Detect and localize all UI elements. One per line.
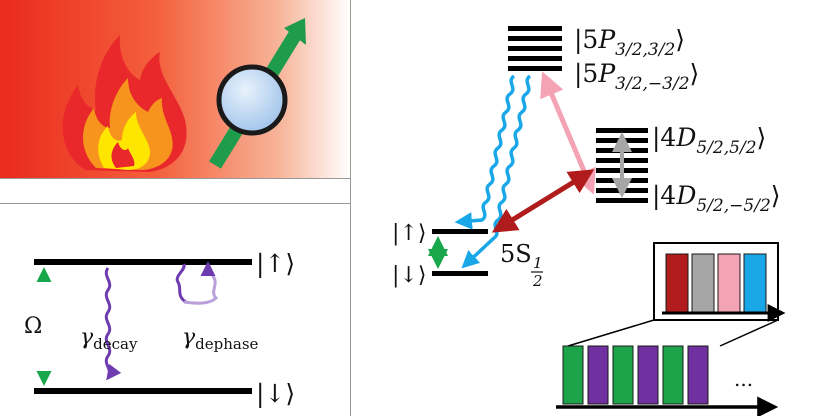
main-pulse-bar-6 [687,345,709,405]
sequence-ellipsis: ... [734,367,753,391]
decay-gamma: γdecay [80,325,138,353]
upper-level-ket: |↑⟩ [256,249,295,279]
decay-wavy-arrow [104,267,122,381]
s-up-ket: |↑⟩ [392,221,426,246]
main-pulse-bar-2 [587,345,609,405]
level-scheme-panel: |5P3/2,3/2⟩ |5P3/2,−3/2⟩ |4D5/2,5/2⟩ |4D… [392,25,781,290]
pulse-sequence-panel: ... [556,242,786,416]
two-level-panel: |↑⟩ |↓⟩ Ω γdecay γdephase [24,249,295,409]
flame-icon [62,35,187,172]
main-pulse-bar-5 [662,345,684,405]
inset-zoom-line-right [719,319,779,347]
p-top-ket: |5P3/2,3/2⟩ [574,25,685,60]
s-manifold-label: 5S [500,240,532,268]
inset-pulse-bars [665,253,767,313]
spont-emission-arrow-2 [461,74,532,269]
inset-pulse-bar-1 [665,253,689,313]
s-down-level [432,271,488,276]
main-pulse-bar-1 [562,345,584,405]
spont-emission-arrow-1 [454,74,516,230]
atom-icon [216,64,288,136]
dephase-loop-left [175,263,187,304]
s-down-ket: |↓⟩ [392,263,426,288]
dephase-gamma: γdephase [182,325,259,353]
main-pulse-bar-4 [637,345,659,405]
inset-pulse-bar-4 [743,253,767,313]
s-up-level [432,229,488,234]
inset-pulse-bar-3 [717,253,741,313]
inset-zoom-line-left [567,319,655,347]
d-bottom-ket: |4D5/2,−5/2⟩ [652,181,781,216]
main-pulse-bars [562,345,709,405]
p-manifold-levels [508,26,562,71]
thermal-panel [0,0,350,178]
rabi-label: Ω [24,314,42,339]
red-shelving-arrow [491,169,595,233]
main-pulse-bar-3 [612,345,634,405]
inset-pulse-bar-2 [691,253,715,313]
p-bottom-ket: |5P3/2,−3/2⟩ [574,59,699,94]
s-sub-den: 2 [532,272,543,290]
s-sub-num: 1 [533,254,543,272]
d-top-ket: |4D5/2,5/2⟩ [652,123,766,158]
dephase-wavy-arrow [183,261,219,305]
lower-level-ket: |↓⟩ [256,379,295,409]
